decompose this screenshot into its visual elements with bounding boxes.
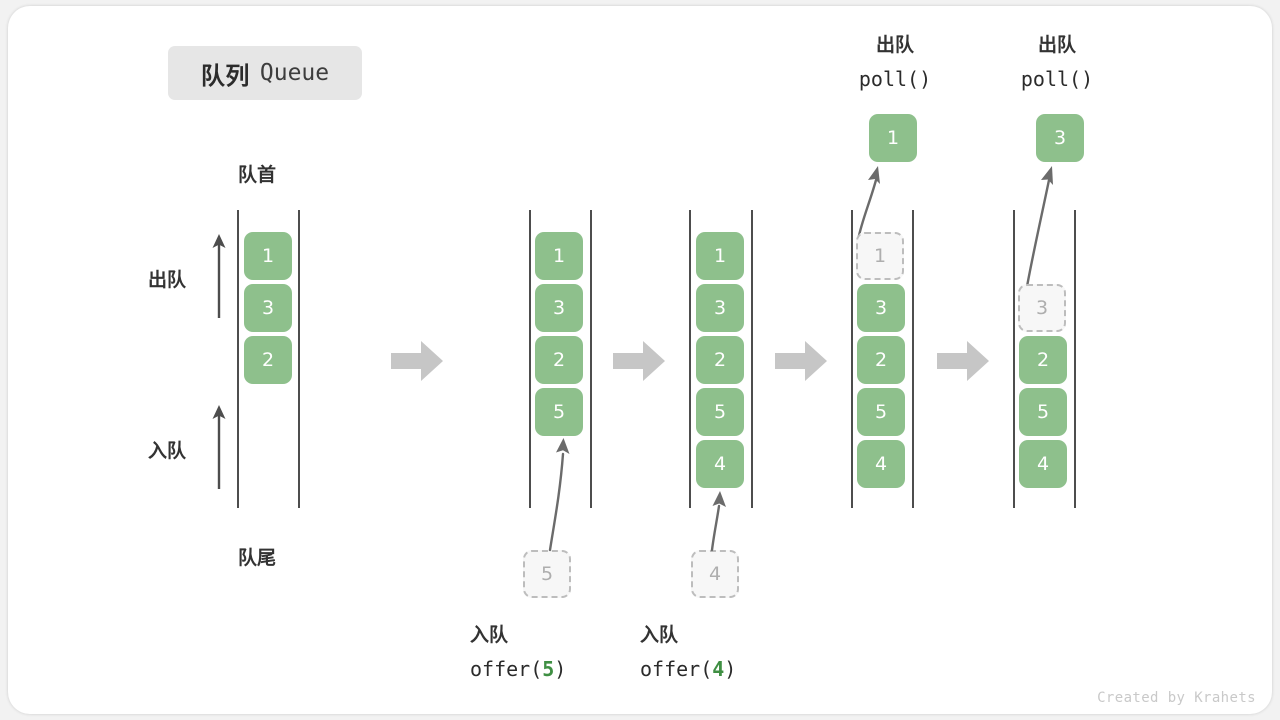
- enqueue-motion-arrow: [710, 491, 726, 552]
- queue-cell: 2: [535, 336, 583, 384]
- queue-rail-left: [851, 210, 853, 508]
- enqueue-motion-arrow: [548, 438, 570, 552]
- queue-rail-left: [1013, 210, 1015, 508]
- flow-arrow-icon: [391, 341, 443, 381]
- queue-cell: 1: [535, 232, 583, 280]
- queue-rail-right: [751, 210, 753, 508]
- caption-offer-5: 入队 offer(5): [470, 618, 670, 687]
- caption-poll-3: 出队 poll(): [962, 28, 1152, 97]
- queue-rail-left: [689, 210, 691, 508]
- flow-arrow-icon: [613, 341, 665, 381]
- queue-cell: 2: [857, 336, 905, 384]
- queue-cell: 3: [857, 284, 905, 332]
- caption-cn: 入队: [640, 624, 679, 646]
- popped-element: 1: [869, 114, 917, 162]
- popped-element: 3: [1036, 114, 1084, 162]
- queue-cell: 4: [1019, 440, 1067, 488]
- queue-rail-left: [529, 210, 531, 508]
- queue-cell-removed: 1: [856, 232, 904, 280]
- caption-arg: 5: [542, 657, 555, 681]
- caption-cn: 出队: [875, 34, 914, 56]
- caption-poll-1: 出队 poll(): [800, 28, 990, 97]
- queue-rail-left: [237, 210, 239, 508]
- queue-cell: 5: [696, 388, 744, 436]
- queue-cell-removed: 3: [1018, 284, 1066, 332]
- caption-code-open: offer(: [470, 657, 543, 681]
- caption-arg: 4: [712, 657, 725, 681]
- diagram-title-chip: 队列 Queue: [168, 46, 362, 100]
- caption-code-open: offer(: [640, 657, 713, 681]
- label-rear: 队尾: [238, 547, 277, 569]
- queue-cell: 2: [244, 336, 292, 384]
- flow-arrow-icon: [775, 341, 827, 381]
- label-enqueue-direction: 入队: [148, 440, 187, 462]
- queue-cell: 5: [1019, 388, 1067, 436]
- queue-rail-right: [1074, 210, 1076, 508]
- enqueue-direction-arrow: [212, 405, 226, 489]
- queue-cell: 2: [1019, 336, 1067, 384]
- queue-rail-right: [590, 210, 592, 508]
- incoming-element-ghost: 5: [523, 550, 571, 598]
- label-front: 队首: [238, 164, 277, 186]
- queue-cell: 3: [244, 284, 292, 332]
- queue-cell: 5: [535, 388, 583, 436]
- caption-code-close: ): [724, 657, 737, 681]
- flow-arrow-icon: [937, 341, 989, 381]
- queue-cell: 3: [535, 284, 583, 332]
- queue-cell: 4: [696, 440, 744, 488]
- caption-code-close: ): [919, 67, 932, 91]
- queue-rail-right: [912, 210, 914, 508]
- caption-cn: 出队: [1037, 34, 1076, 56]
- dequeue-motion-arrow: [856, 166, 880, 242]
- dequeue-motion-arrow: [1024, 166, 1053, 294]
- queue-cell: 1: [244, 232, 292, 280]
- caption-code-close: ): [1081, 67, 1094, 91]
- caption-code-open: poll(: [1020, 67, 1082, 91]
- label-dequeue-direction: 出队: [148, 269, 187, 291]
- queue-cell: 2: [696, 336, 744, 384]
- queue-cell: 1: [696, 232, 744, 280]
- dequeue-direction-arrow: [212, 234, 226, 318]
- incoming-element-ghost: 4: [691, 550, 739, 598]
- caption-code-close: ): [554, 657, 567, 681]
- caption-cn: 入队: [470, 624, 509, 646]
- caption-offer-4: 入队 offer(4): [640, 618, 840, 687]
- title-en: Queue: [259, 60, 330, 86]
- queue-cell: 4: [857, 440, 905, 488]
- queue-cell: 5: [857, 388, 905, 436]
- caption-code-open: poll(: [858, 67, 920, 91]
- title-cn: 队列: [200, 61, 250, 90]
- queue-cell: 3: [696, 284, 744, 332]
- queue-rail-right: [298, 210, 300, 508]
- footer-credit: Created by Krahets: [1097, 690, 1256, 706]
